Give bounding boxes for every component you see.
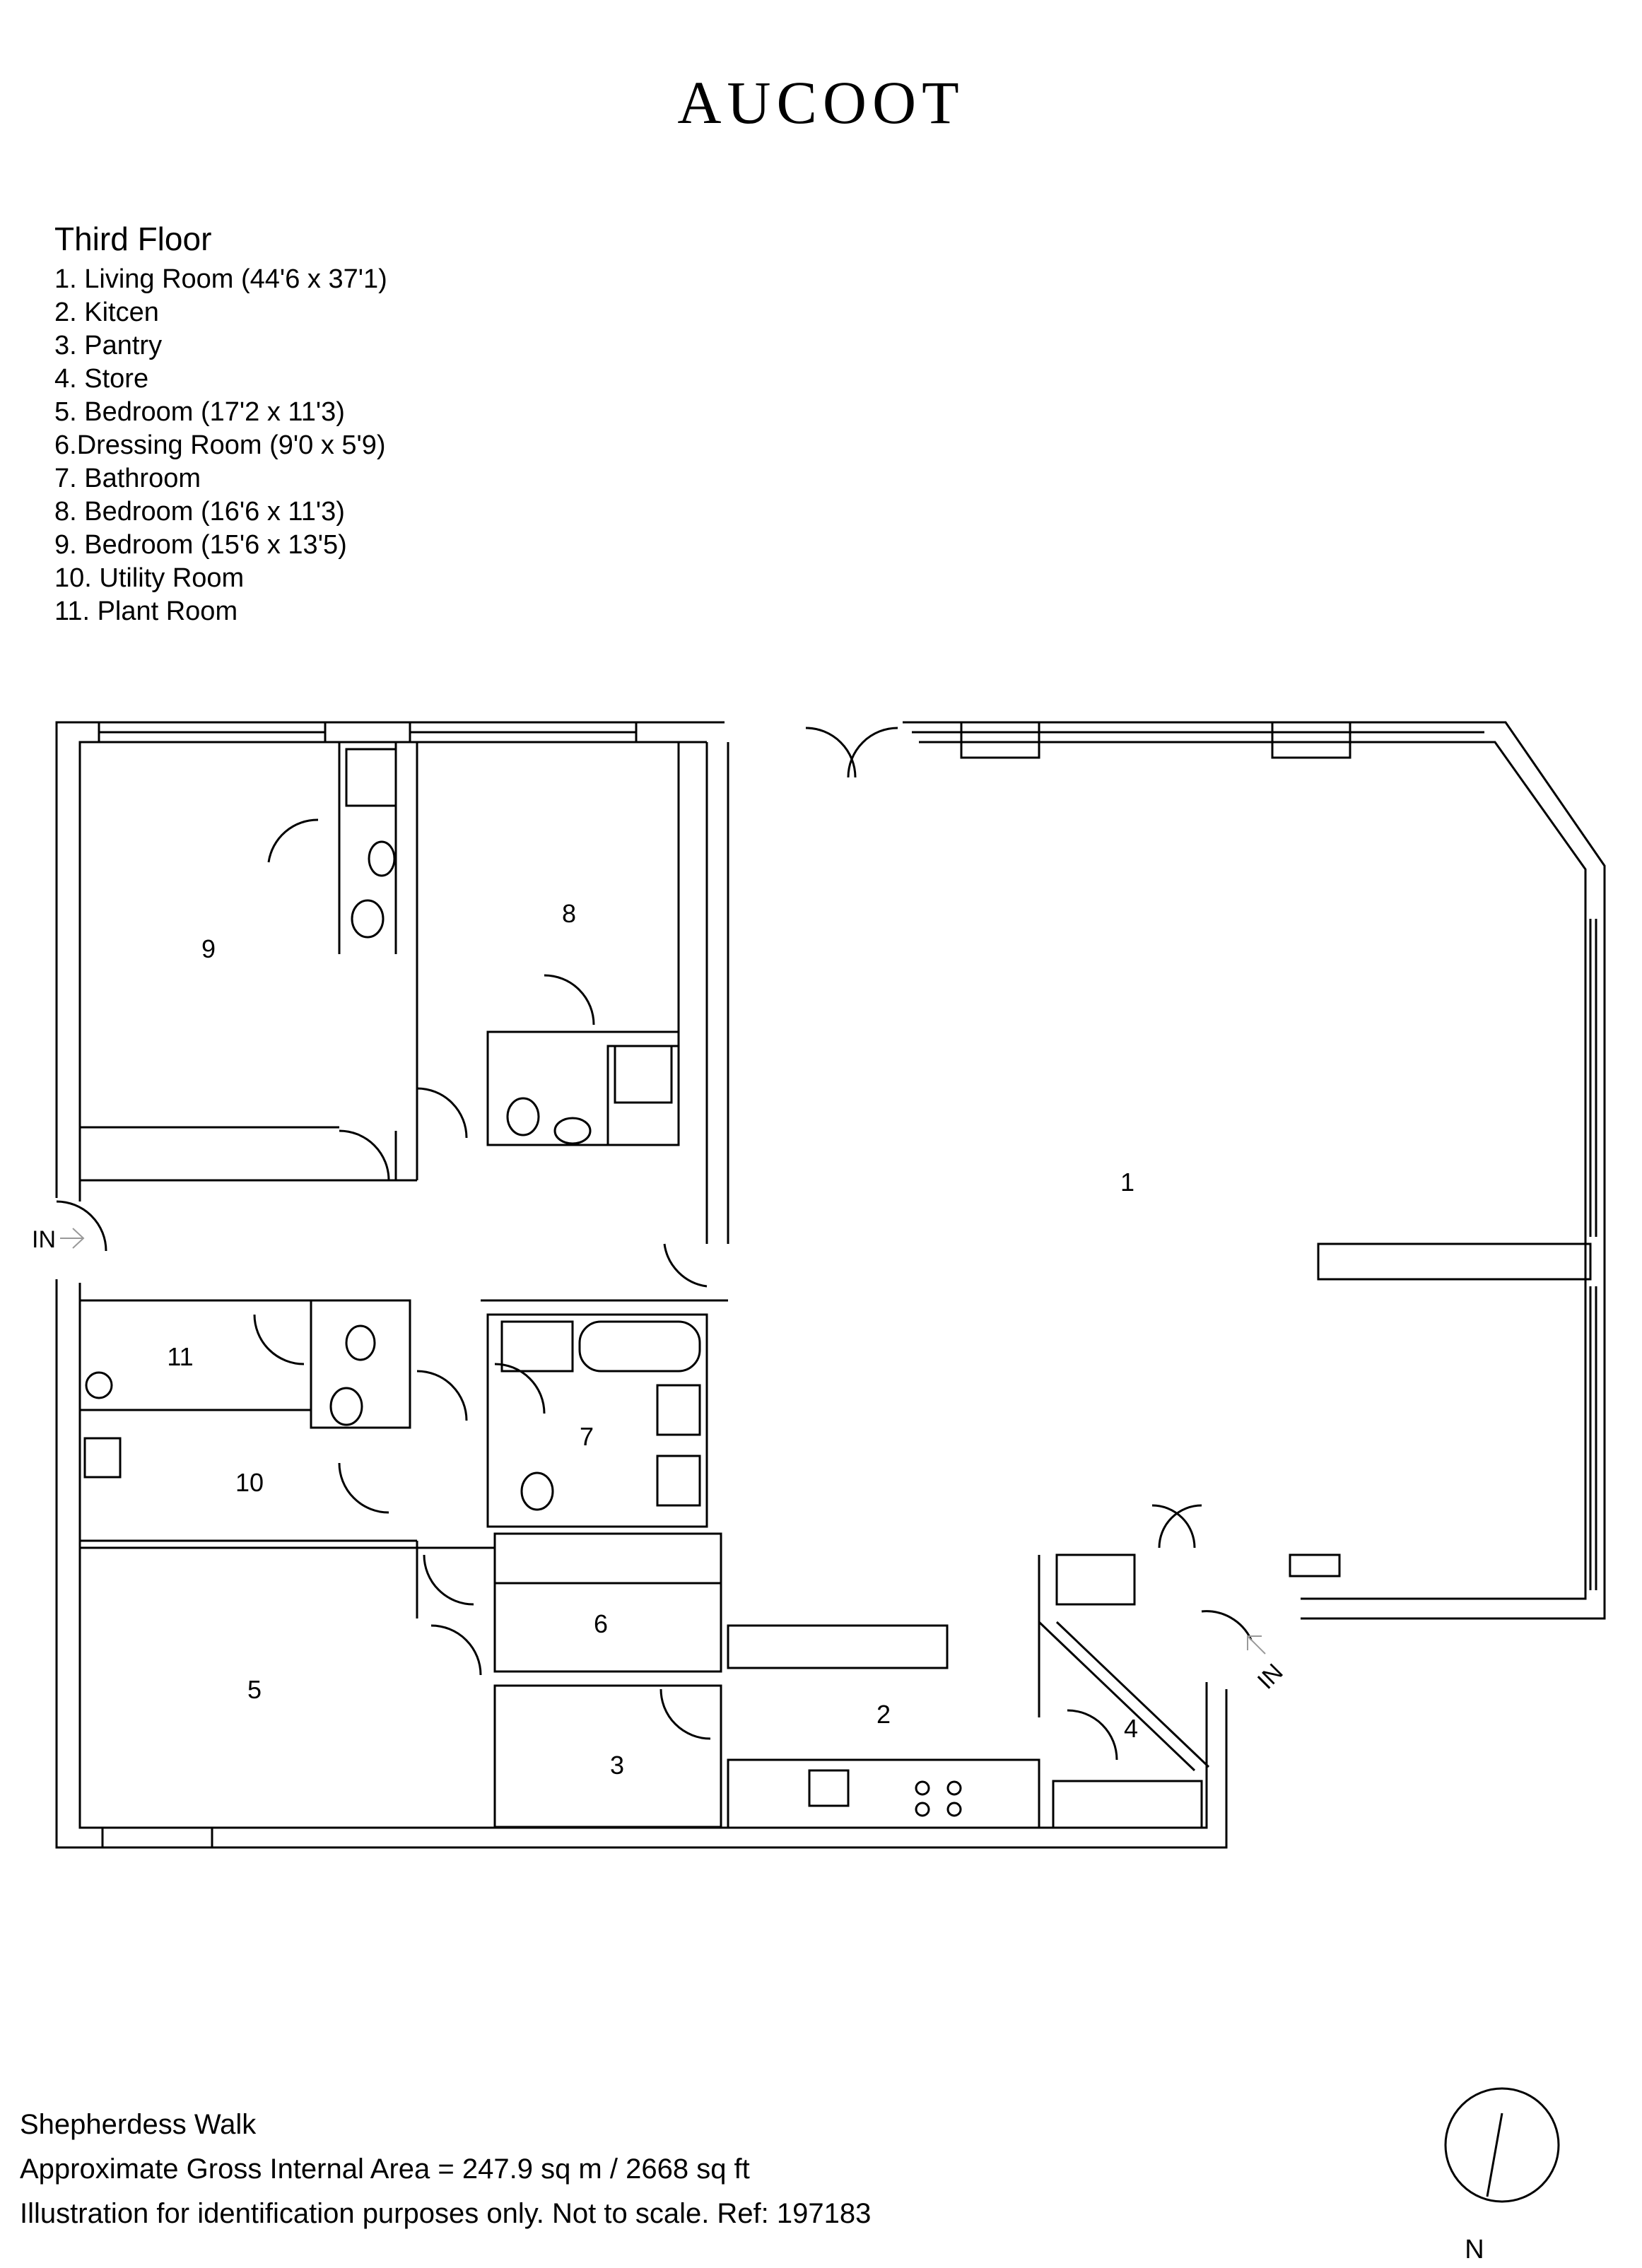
- compass-needle: [1486, 2113, 1503, 2197]
- disclaimer: Illustration for identification purposes…: [20, 2198, 872, 2229]
- entrance-arrow-icon: [60, 1228, 85, 1249]
- room-label-4: 4: [1124, 1714, 1138, 1743]
- room-label-1: 1: [1120, 1168, 1134, 1197]
- compass-ring: [1444, 2087, 1560, 2203]
- legend-item: 9. Bedroom (15'6 x 13'5): [54, 530, 347, 560]
- entrance-arrow-icon: [1247, 1635, 1266, 1655]
- room-label-5: 5: [247, 1675, 262, 1704]
- floor-title: Third Floor: [54, 221, 212, 257]
- room-label-11: 11: [167, 1342, 193, 1371]
- entrance-label-side: IN: [1253, 1659, 1289, 1695]
- window: [98, 721, 1597, 1849]
- legend-item: 3. Pantry: [54, 331, 163, 360]
- legend-item: 2. Kitcen: [54, 298, 159, 327]
- legend-item: 1. Living Room (44'6 x 37'1): [54, 264, 387, 294]
- legend-item: 7. Bathroom: [54, 464, 201, 493]
- compass-label: N: [1465, 2235, 1484, 2264]
- entrance-label-main: IN: [32, 1226, 56, 1253]
- legend-list: 1. Living Room (44'6 x 37'1) 2. Kitcen 3…: [54, 263, 387, 628]
- legend-item: 6.Dressing Room (9'0 x 5'9): [54, 430, 386, 460]
- sanitary-fixture: [83, 748, 962, 1817]
- legend-item: 10. Utility Room: [54, 563, 245, 593]
- room-legend: Third Floor 1. Living Room (44'6 x 37'1)…: [54, 219, 387, 628]
- room-label-2: 2: [876, 1700, 891, 1729]
- brand-logo: AUCOOT: [677, 69, 965, 136]
- area-text: Approximate Gross Internal Area = 247.9 …: [20, 2154, 750, 2185]
- footer: Shepherdess Walk Approximate Gross Inter…: [20, 2103, 871, 2236]
- door: [56, 818, 1253, 1761]
- balcony-door: [805, 727, 898, 778]
- room-label-8: 8: [562, 899, 576, 928]
- legend-item: 8. Bedroom (16'6 x 11'3): [54, 497, 345, 527]
- room-label-9: 9: [201, 934, 216, 963]
- outer-wall: [55, 721, 1606, 1849]
- room-label-10: 10: [235, 1468, 264, 1497]
- legend-item: 4. Store: [54, 364, 149, 394]
- room-label-6: 6: [594, 1609, 608, 1638]
- room-label-3: 3: [610, 1751, 624, 1780]
- room-label-7: 7: [580, 1422, 594, 1451]
- interior-wall: [80, 742, 1592, 1829]
- legend-item: 11. Plant Room: [54, 597, 238, 626]
- address: Shepherdess Walk: [20, 2109, 257, 2140]
- legend-item: 5. Bedroom (17'2 x 11'3): [54, 397, 345, 427]
